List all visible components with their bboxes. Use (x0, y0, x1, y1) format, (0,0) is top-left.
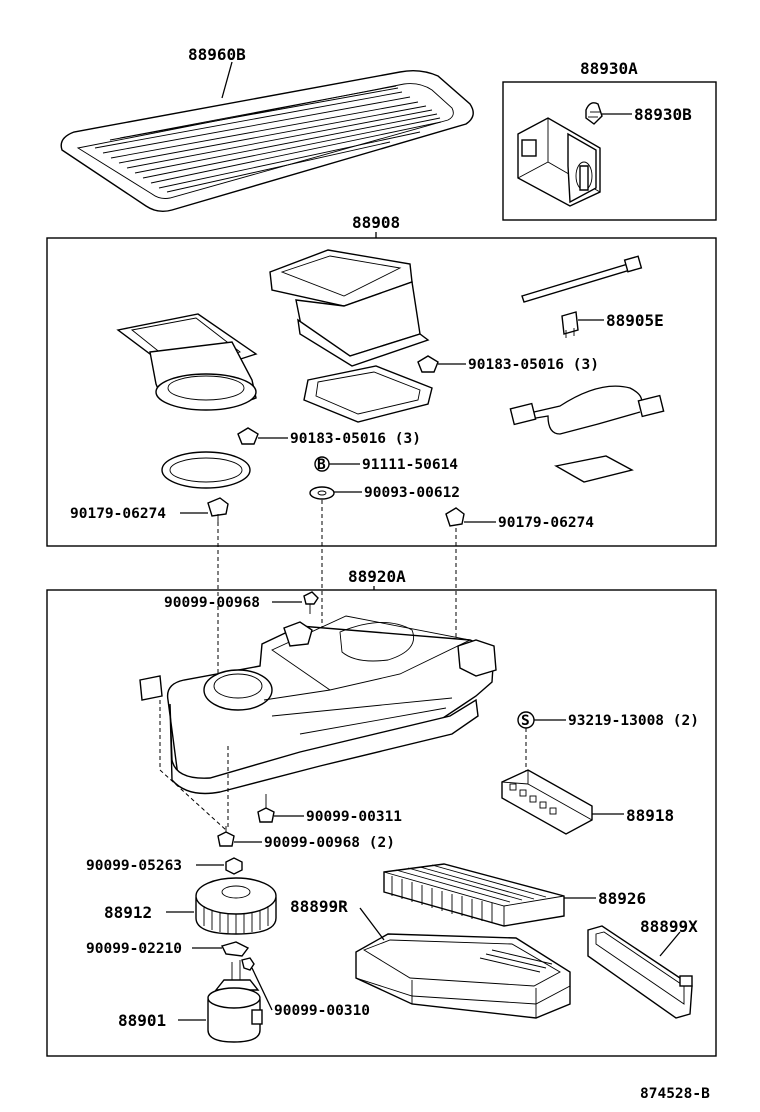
part-foam-pad (554, 455, 634, 483)
leader-88899R (359, 907, 385, 941)
label-90179-left: 90179-06274 (70, 506, 166, 522)
part-duct-center (269, 249, 430, 367)
part-screw-90179-right (445, 507, 465, 527)
label-88908: 88908 (352, 213, 400, 232)
part-88930A-switch (517, 117, 601, 207)
label-88920A: 88920A (348, 567, 406, 586)
label-90099-00968-top: 90099-00968 (164, 595, 260, 611)
label-90093: 90093-00612 (364, 485, 460, 501)
part-88930B-bulb (585, 102, 603, 125)
label-90099-00968-lower: 90099-00968 (2) (264, 835, 395, 851)
dash-housing-b (159, 769, 227, 831)
part-clip-90183-a (417, 355, 439, 373)
label-88960B: 88960B (188, 45, 246, 64)
label-88901: 88901 (118, 1011, 166, 1030)
diagram-code: 874528-B (640, 1086, 710, 1102)
label-90183-a: 90183-05016 (3) (468, 357, 599, 373)
part-88926-filter (383, 863, 565, 927)
part-screw-90099-00311 (257, 794, 275, 823)
label-90179-right: 90179-06274 (498, 515, 594, 531)
label-90183-b: 90183-05016 (3) (290, 431, 421, 447)
symbol-b: B (317, 457, 326, 473)
label-93219: 93219-13008 (2) (568, 713, 699, 729)
part-clip-90183-b (237, 427, 259, 445)
box-88908 (46, 237, 717, 547)
box-88920A (46, 589, 717, 1057)
part-88901-motor (207, 960, 263, 1043)
label-88912: 88912 (104, 903, 152, 922)
part-gasket-center (303, 365, 433, 423)
label-88899R: 88899R (290, 897, 348, 916)
part-wire-harness (509, 385, 665, 435)
label-88918: 88918 (626, 806, 674, 825)
part-fuse-88905E (561, 311, 579, 338)
part-clip-90099-02210 (220, 941, 250, 957)
part-88899X-cover (587, 925, 693, 1019)
part-screw-90099-00968-lower (217, 826, 235, 847)
part-88960B-cover (60, 69, 474, 213)
part-screw-90099-00968-top (303, 591, 319, 614)
part-88912-fan (195, 877, 277, 935)
part-ring-gasket (161, 451, 251, 489)
label-88926: 88926 (598, 889, 646, 908)
leader-88899X (659, 931, 681, 957)
part-88920A-housing (139, 615, 497, 795)
part-88918-connector (501, 769, 593, 835)
box-88930A (502, 81, 717, 221)
label-90099-00310: 90099-00310 (274, 1003, 370, 1019)
label-90099-02210: 90099-02210 (86, 941, 182, 957)
label-90099-05263: 90099-05263 (86, 858, 182, 874)
symbol-s: S (521, 713, 530, 729)
part-washer-90093 (309, 486, 335, 500)
leader-88960B (221, 61, 233, 99)
part-screw-90179-left (207, 497, 229, 522)
label-88899X: 88899X (640, 917, 698, 936)
part-screw-90099-00310 (241, 957, 255, 971)
label-88930B: 88930B (634, 105, 692, 124)
part-cable-tie (521, 255, 643, 303)
label-88930A: 88930A (580, 59, 638, 78)
part-nut-90099-05263 (225, 857, 243, 875)
part-88899R-case (355, 933, 571, 1019)
part-duct-left (116, 313, 258, 411)
leader-90099-00310 (251, 967, 273, 1011)
label-88905E: 88905E (606, 311, 664, 330)
label-91111: 91111-50614 (362, 457, 458, 473)
label-90099-00311: 90099-00311 (306, 809, 402, 825)
